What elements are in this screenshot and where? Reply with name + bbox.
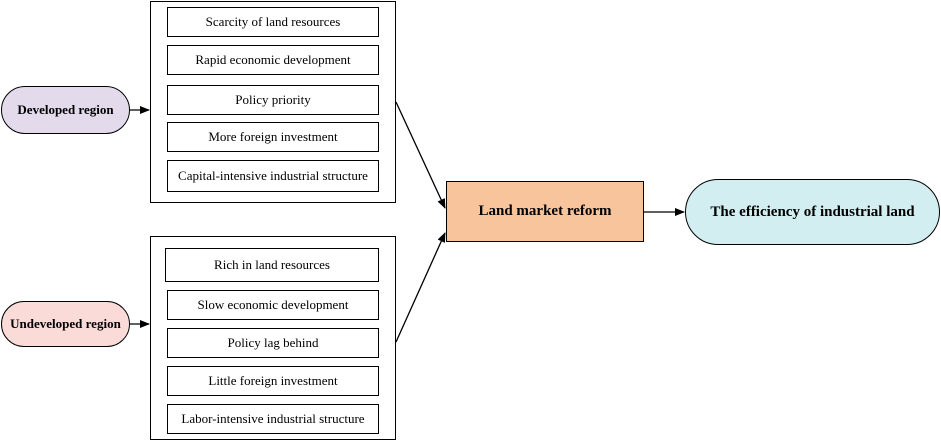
undeveloped-factor-2: Slow economic development [167,290,379,320]
developed-factor-4: More foreign investment [167,122,379,152]
undeveloped-region-node: Undeveloped region [1,301,130,347]
developed-factor-5: Capital-intensive industrial structure [167,160,379,192]
arrow-developed-factors-to-reform [395,101,446,209]
undeveloped-factor-3: Policy lag behind [167,328,379,358]
undeveloped-factor-5: Labor-intensive industrial structure [167,404,379,434]
developed-factor-2: Rapid economic development [167,45,379,75]
undeveloped-factor-4: Little foreign investment [167,366,379,396]
developed-factor-3: Policy priority [167,85,379,115]
arrow-undeveloped-factors-to-reform [395,232,446,343]
undeveloped-factor-1: Rich in land resources [165,248,379,282]
land-market-reform-node: Land market reform [446,181,644,242]
developed-region-node: Developed region [1,86,130,134]
industrial-land-efficiency-node: The efficiency of industrial land [685,179,940,245]
developed-factor-1: Scarcity of land resources [167,7,379,37]
